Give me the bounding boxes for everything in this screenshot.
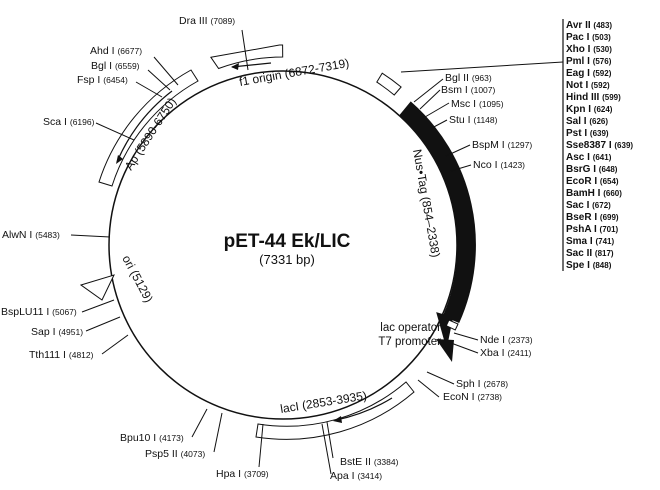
mcs-site-9: Pst I (639): [566, 128, 609, 139]
t7-promoter-label: T7 promoter: [378, 336, 441, 348]
site-psp5-2: Psp5 II (4073): [145, 448, 205, 460]
mcs-leader-line: [400, 61, 564, 73]
f1-origin-label: f1 origin (6872-7319): [238, 56, 350, 89]
mcs-site-11: Asc I (641): [566, 152, 612, 163]
site-nco1: Nco I (1423): [473, 159, 525, 171]
site-xba1: Xba I (2411): [480, 347, 532, 359]
mcs-site-7: Kpn I (624): [566, 104, 613, 115]
mcs-site-18: Sma I (741): [566, 236, 614, 247]
mcs-site-17: PshA I (701): [566, 224, 619, 235]
mcs-site-14: BamH I (660): [566, 188, 622, 199]
plasmid-size: (7331 bp): [259, 252, 315, 267]
mcs-site-19: Sac II (817): [566, 248, 614, 259]
plasmid-backbone: [108, 70, 458, 420]
mcs-site-10: Sse8387 I (639): [566, 140, 633, 151]
site-msc1: Msc I (1095): [451, 98, 504, 110]
t7-promoter-arrow: [436, 339, 454, 362]
f1-origin-feature: [210, 44, 284, 70]
ori-label: ori (5129): [119, 253, 155, 305]
mcs-site-1: Pac I (503): [566, 32, 611, 43]
site-apa1: Apa I (3414): [330, 470, 382, 482]
site-sap1: Sap I (4951): [31, 326, 83, 338]
site-stu1: Stu I (1148): [449, 114, 498, 126]
mcs-site-2: Xho I (530): [566, 44, 612, 55]
laci-label: lacI (2853-3935): [279, 388, 368, 415]
mcs-site-16: BseR I (699): [566, 212, 619, 223]
site-fsp1: Fsp I (6454): [77, 74, 128, 86]
lac-operator-label: lac operator: [380, 322, 441, 334]
site-alwn1: AlwN I (5483): [2, 229, 60, 241]
site-nde1: Nde I (2373): [480, 334, 533, 346]
mcs-site-3: Pml I (576): [566, 56, 612, 67]
site-dra3: Dra III (7089): [179, 15, 235, 27]
site-tth111: Tth111 I (4812): [29, 349, 94, 361]
site-ahd1: Ahd I (6677): [90, 45, 142, 57]
mcs-site-6: Hind III (599): [566, 92, 621, 103]
site-bgl1: Bgl I (6559): [91, 60, 140, 72]
site-sca1: Sca I (6196): [43, 116, 95, 128]
mcs-region-box: [376, 72, 402, 96]
lac-operator-box: [445, 319, 459, 331]
ori-marker: [79, 274, 115, 301]
site-sph1: Sph I (2678): [456, 378, 508, 390]
mcs-site-4: Eag I (592): [566, 68, 612, 79]
site-econ1: EcoN I (2738): [443, 391, 502, 403]
mcs-site-8: Sal I (626): [566, 116, 608, 127]
site-bste2: BstE II (3384): [340, 456, 399, 468]
site-bsm1: Bsm I (1007): [441, 84, 496, 96]
ap-inner-arrow: [116, 90, 173, 163]
f1-origin-arrowhead: [231, 63, 239, 70]
mcs-site-15: Sac I (672): [566, 200, 611, 211]
mcs-site-20: Spe I (848): [566, 260, 612, 271]
mcs-site-12: BsrG I (648): [566, 164, 618, 175]
site-bspm1: BspM I (1297): [472, 139, 532, 151]
laci-feature: [255, 381, 415, 440]
mcs-site-0: Avr II (483): [566, 20, 612, 31]
mcs-site-list: Avr II (483)Pac I (503)Xho I (530)Pml I …: [566, 20, 633, 271]
site-bpu10: Bpu10 I (4173): [120, 432, 184, 444]
ap-feature: [98, 69, 199, 187]
ap-arrowhead: [116, 155, 123, 164]
site-hpa1: Hpa I (3709): [216, 468, 269, 480]
mcs-site-13: EcoR I (654): [566, 176, 619, 187]
plasmid-title: pET-44 Ek/LIC: [224, 231, 351, 252]
mcs-site-5: Not I (592): [566, 80, 610, 91]
nus-tag-feature: [399, 101, 476, 348]
site-bsplu11: BspLU11 I (5067): [1, 306, 77, 318]
laci-arrowhead: [333, 416, 342, 423]
site-bgl2: Bgl II (963): [445, 72, 492, 84]
site-ticks: [70, 29, 479, 475]
